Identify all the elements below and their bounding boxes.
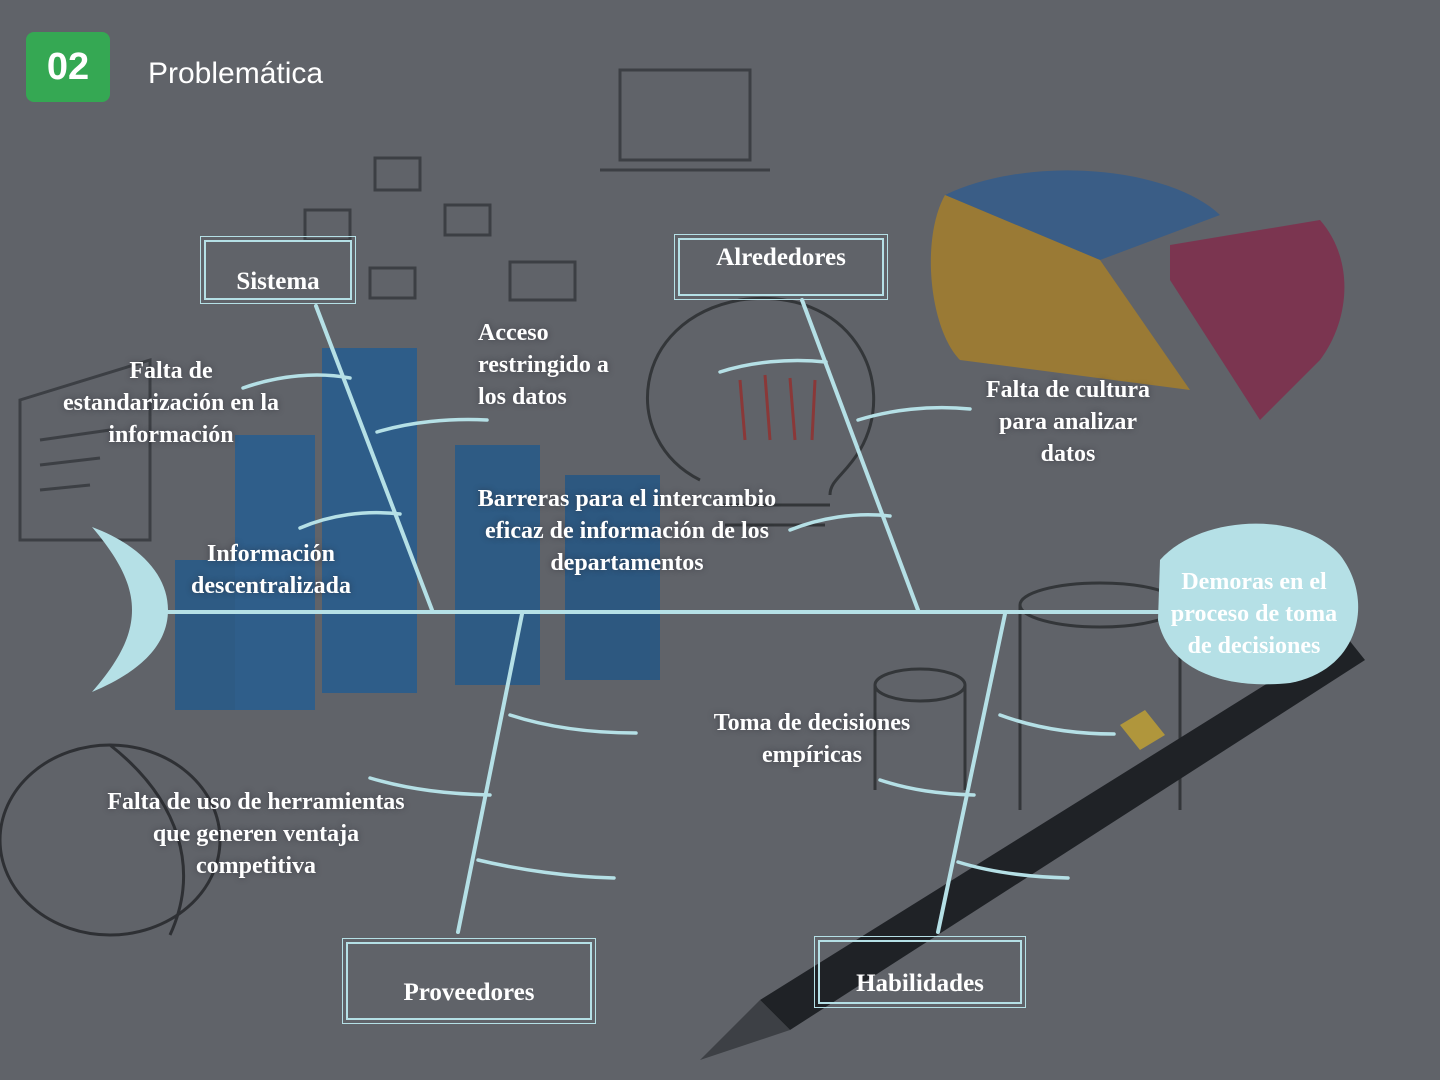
laptop-sketch-icon bbox=[600, 68, 770, 172]
category-habilidades: Habilidades bbox=[814, 936, 1026, 1008]
effect-label: Demoras en el proceso de toma de decisio… bbox=[1170, 569, 1338, 659]
cause-falta-herramientas: Falta de uso de herramientas que generen… bbox=[107, 789, 405, 879]
fish-tail-icon bbox=[92, 527, 168, 692]
bone-habilidades bbox=[936, 612, 1007, 934]
bone-proveedores bbox=[456, 612, 524, 934]
cause-falta-estandarizacion: Falta de estandarización en la informaci… bbox=[63, 358, 279, 448]
pen-illustration bbox=[700, 635, 1365, 1060]
cause-falta-cultura: Falta de cultura para analizar datos bbox=[986, 377, 1150, 467]
cause-toma-decisiones-empiricas: Toma de decisiones empíricas bbox=[713, 710, 911, 768]
bone-alrededores bbox=[800, 298, 920, 612]
bar-chart-illustration bbox=[175, 348, 660, 710]
bone-sistema bbox=[314, 304, 434, 612]
category-sistema: Sistema bbox=[200, 236, 356, 304]
flowchart-sketch-icon bbox=[303, 156, 577, 302]
cause-informacion-descentralizada: Información descentralizada bbox=[191, 541, 351, 599]
document-sketch-icon bbox=[18, 357, 152, 542]
fish-head-icon bbox=[1158, 523, 1359, 685]
pie-sketch-icon bbox=[0, 743, 222, 937]
section-number-badge: 02 bbox=[26, 32, 110, 102]
cause-barreras-intercambio: Barreras para el intercambio eficaz de i… bbox=[477, 486, 777, 576]
sub-bones bbox=[241, 358, 1116, 880]
cause-acceso-restringido: Acceso restringido a los datos bbox=[478, 320, 609, 410]
section-title: Problemática bbox=[148, 57, 324, 90]
category-alrededores: Alrededores bbox=[674, 234, 888, 300]
category-proveedores: Proveedores bbox=[342, 938, 596, 1024]
pie-chart-illustration bbox=[930, 170, 1345, 420]
